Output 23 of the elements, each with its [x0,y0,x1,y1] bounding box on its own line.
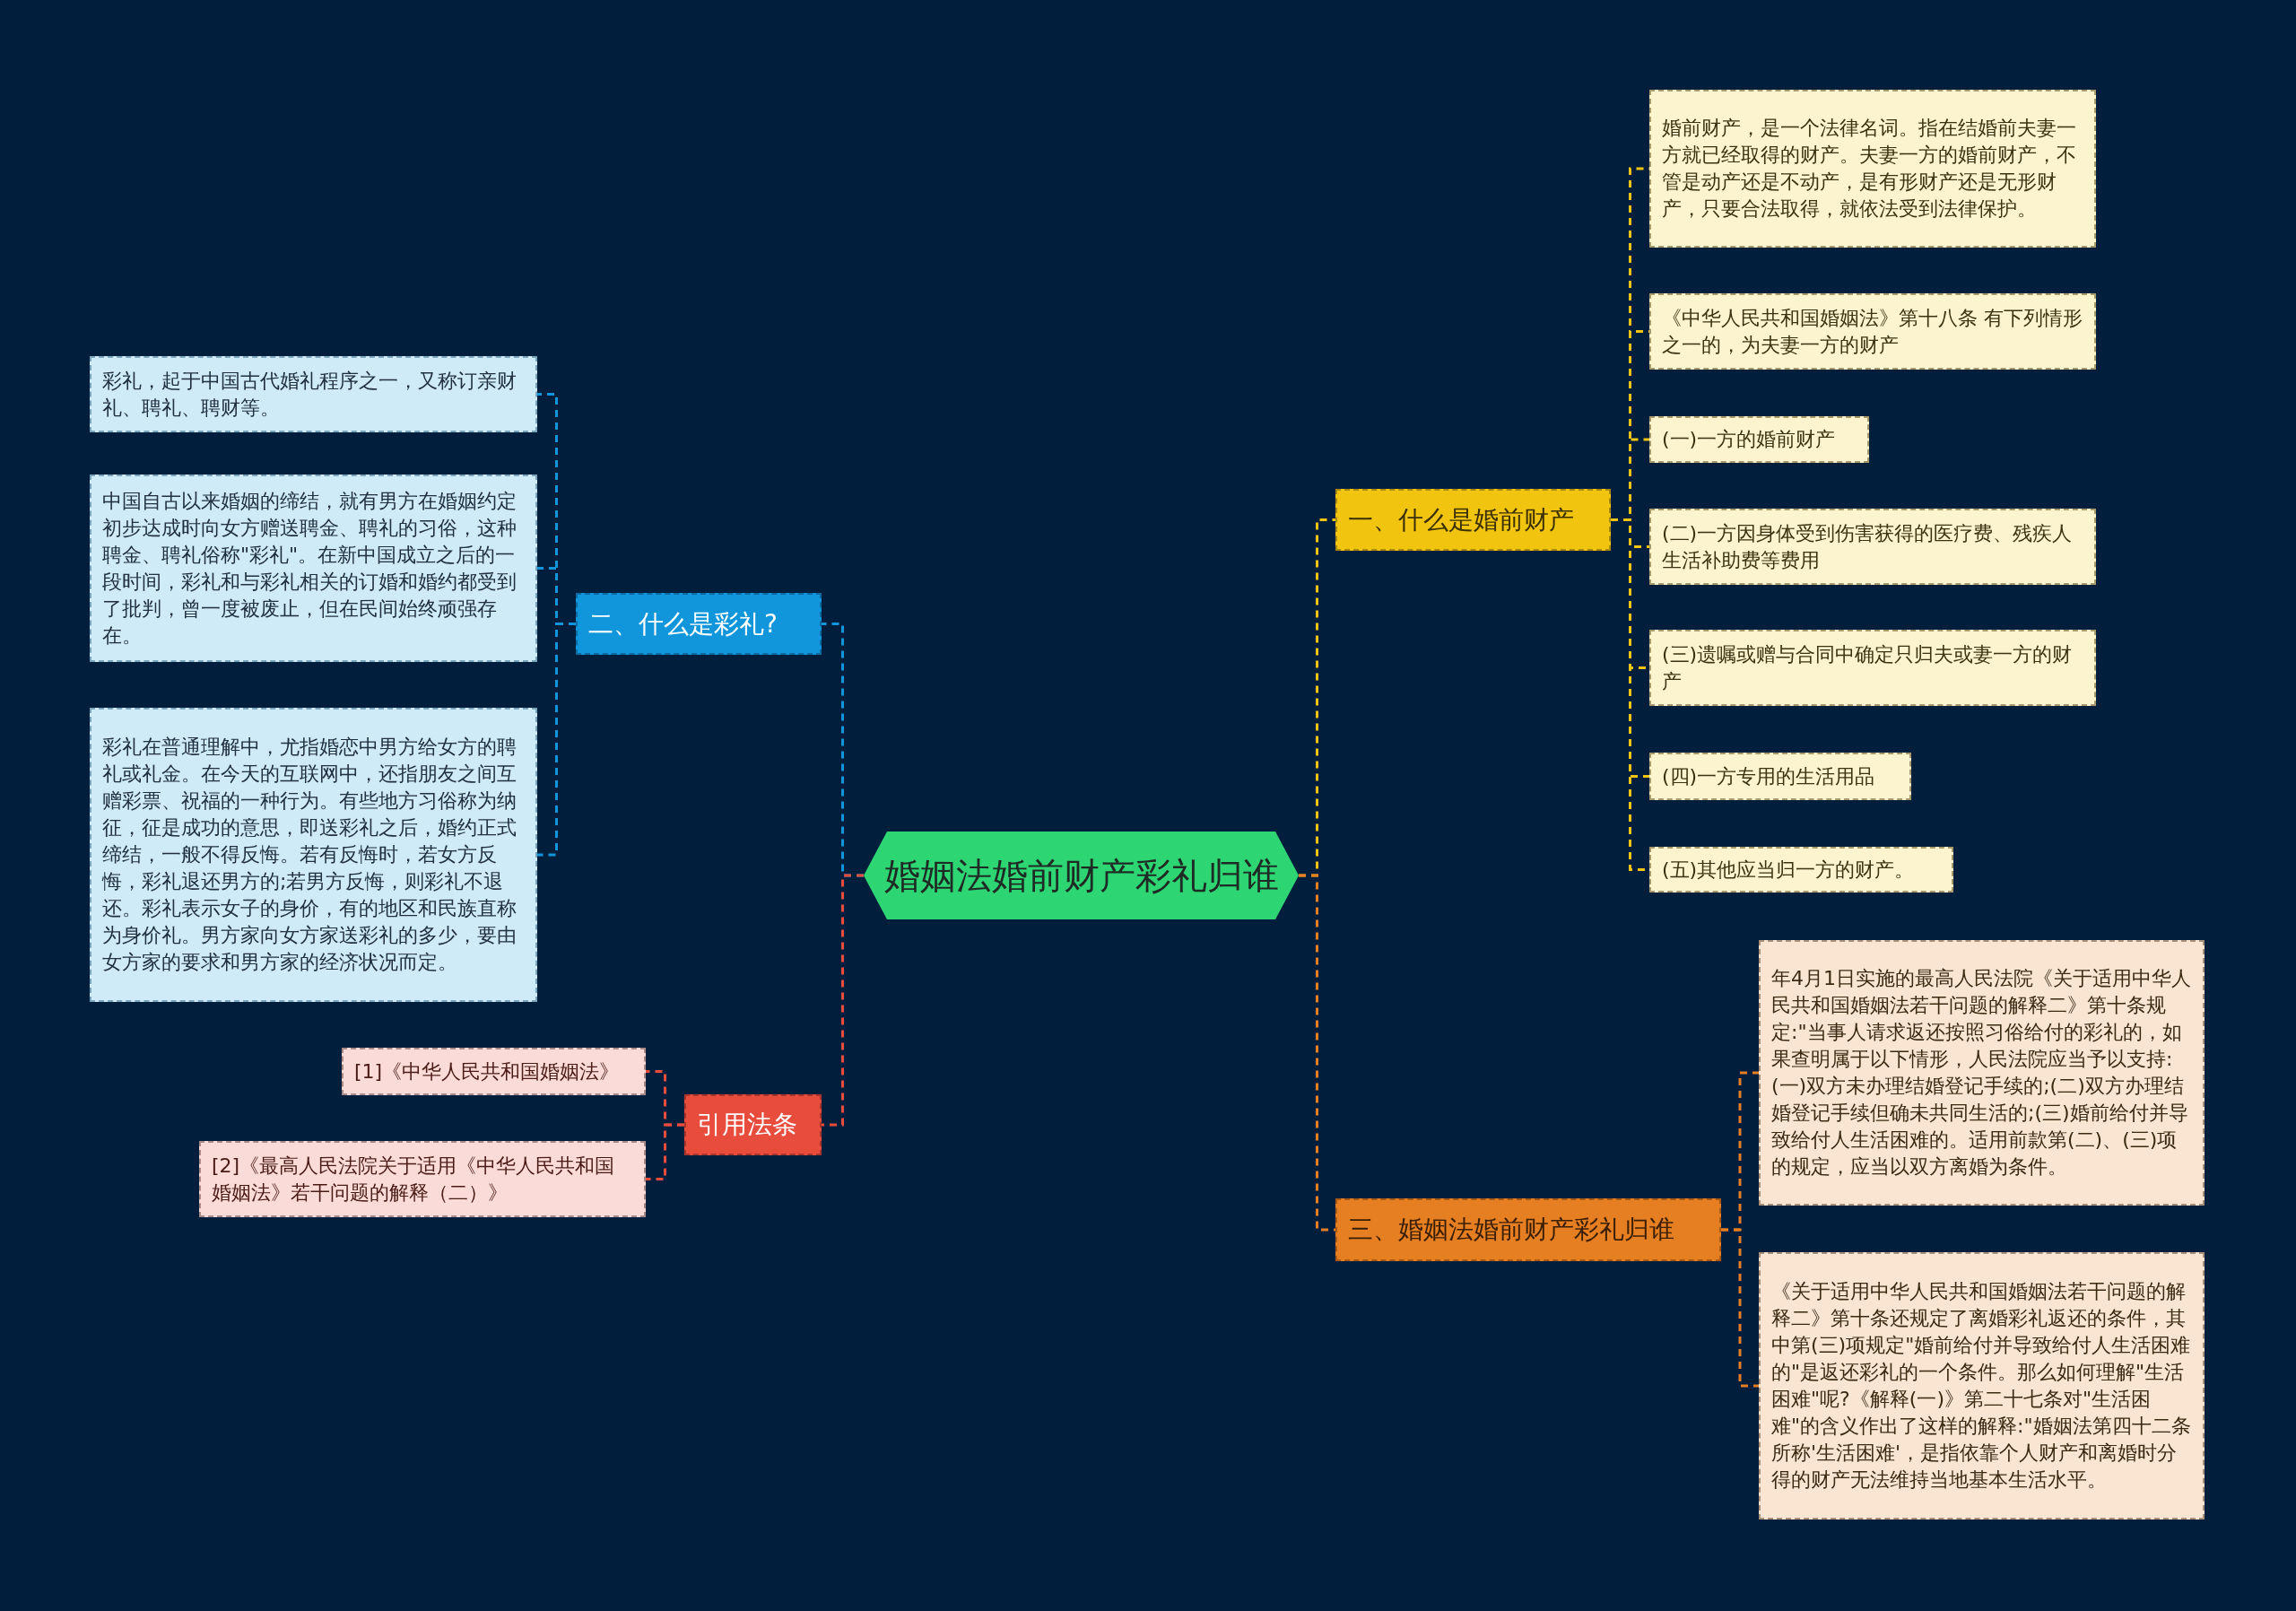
text-box: [2]《最高人民法院关于适用《中华人民共和国婚姻法》若干问题的解释（二）》 [199,1141,646,1217]
connector-line [537,623,576,857]
connector-line [1299,874,1335,1232]
branch-box: 一、什么是婚前财产 [1335,489,1611,551]
connector-line [822,874,864,1127]
branch-box: 引用法条 [684,1094,822,1155]
text-box: (三)遗嘱或赠与合同中确定只归夫或妻一方的财产 [1649,630,2096,706]
text-box: 彩礼在普通理解中，尤指婚恋中男方给女方的聘礼或礼金。在今天的互联网中，还指朋友之间互赠彩票、祝福的一种行为。有些地方习俗称为纳征，征是成功的意思，即送彩礼之后，婚约正式缔结，一般不得反悔。若有反悔时，若女方反悔，彩礼退还男方的;若男方反悔，则彩礼不退还。彩礼表示女子的身价，有的地区和民族直称为身价礼。男方家向女方家送彩礼的多少，要由女方家的要求和男方家的经济状况而定。 [90,708,537,1002]
text-box: 婚前财产，是一个法律名词。指在结婚前夫妻一方就已经取得的财产。夫妻一方的婚前财产，不管是动产还是不动产，是有形财产还是无形财产，只要合法取得，就依法受到法律保护。 [1649,90,2096,248]
text-box: (五)其他应当归一方的财产。 [1649,847,1953,893]
text-box: [1]《中华人民共和国婚姻法》 [342,1048,646,1095]
branch-box: 三、婚姻法婚前财产彩礼归谁 [1335,1198,1721,1261]
text-box: (四)一方专用的生活用品 [1649,753,1911,800]
branch-box: 二、什么是彩礼? [576,593,822,655]
text-box: 《关于适用中华人民共和国婚姻法若干问题的解释二》第十条还规定了离婚彩礼返还的条件，其中第(三)项规定"婚前给付并导致给付人生活困难的"是返还彩礼的一个条件。那么如何理解"生活困难"呢?《解释(一)》第二十七条对"生活困难"的含义作出了这样的解释:"婚姻法第四十二条所称'生活困难'，是指依靠个人财产和离婚时分得的财产无法维持当地基本生活水平。 [1759,1252,2205,1520]
text-box: (一)一方的婚前财产 [1649,416,1869,463]
text-box: 中国自古以来婚姻的缔结，就有男方在婚姻约定初步达成时向女方赠送聘金、聘礼的习俗，这种聘金、聘礼俗称"彩礼"。在新中国成立之后的一段时间，彩礼和与彩礼相关的订婚和婚约都受到了批判，曾一度被废止，但在民间始终顽强存在。 [90,475,537,662]
connector-line [646,1123,684,1180]
text-box: 彩礼，起于中国古代婚礼程序之一，又称订亲财礼、聘礼、聘财等。 [90,356,537,432]
text-box: 年4月1日实施的最高人民法院《关于适用中华人民共和国婚姻法若干问题的解释二》第十条规定:"当事人请求返还按照习俗给付的彩礼的，如果查明属于以下情形，人民法院应当予以支持:(一)双方未办理结婚登记手续的;(二)双方办理结婚登记手续但确未共同生活的;(三)婚前给付并导致给付人生活困难的。适用前款第(二)、(三)项的规定，应当以双方离婚为条件。 [1759,940,2205,1206]
text-box: (二)一方因身体受到伤害获得的医疗费、残疾人生活补助费等费用 [1649,509,2096,585]
connector-line [1721,1228,1759,1388]
text-box: 《中华人民共和国婚姻法》第十八条 有下列情形之一的，为夫妻一方的财产 [1649,293,2096,370]
